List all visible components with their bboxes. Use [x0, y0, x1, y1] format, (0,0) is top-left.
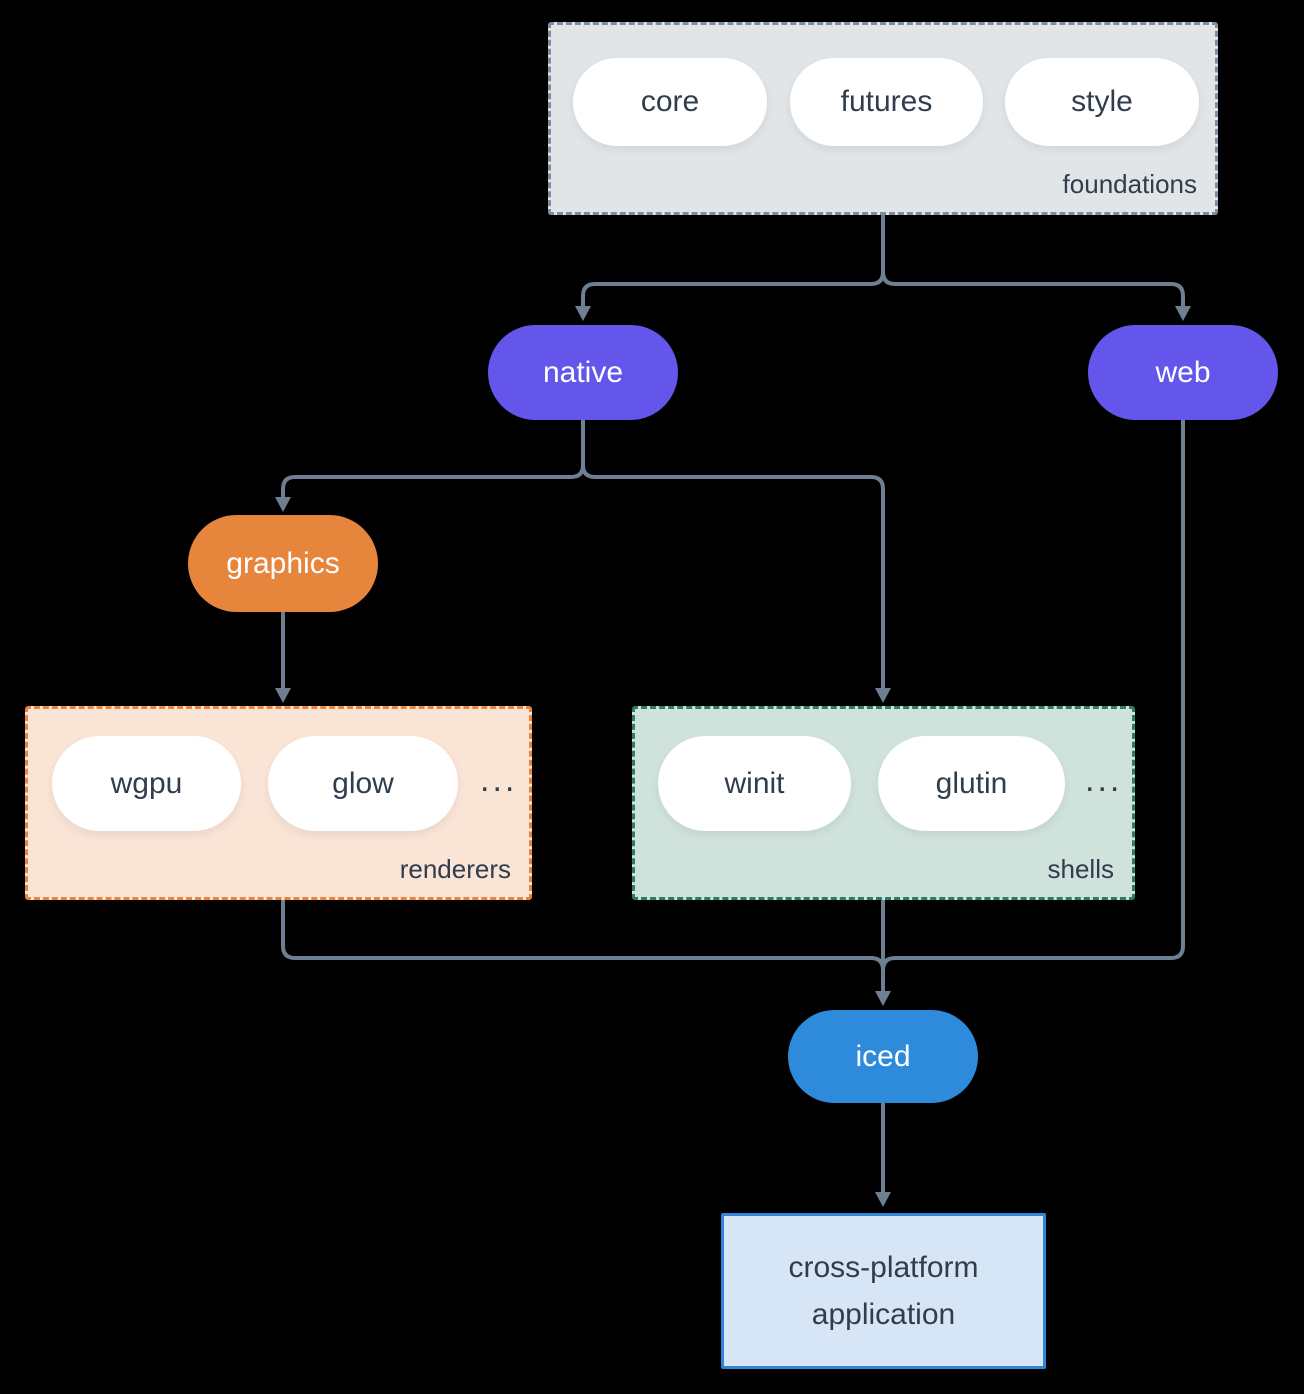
arrow-native-to-graphics	[275, 420, 585, 512]
node-futures-label: futures	[840, 85, 933, 118]
node-graphics: graphics	[188, 515, 378, 612]
node-style: style	[1005, 58, 1199, 146]
shells-ellipsis: ...	[1085, 761, 1123, 799]
node-futures: futures	[790, 58, 983, 146]
foundations-group-label: foundations	[1062, 169, 1197, 199]
node-core: core	[573, 58, 767, 146]
node-graphics-label: graphics	[226, 546, 340, 580]
arrow-foundations-to-native	[575, 215, 885, 321]
node-wgpu-label: wgpu	[110, 766, 183, 800]
application-label: cross-platform application	[788, 1251, 979, 1331]
node-winit: winit	[658, 736, 851, 831]
node-glutin: glutin	[878, 736, 1065, 831]
node-native: native	[488, 325, 678, 420]
shells-group-label: shells	[1047, 854, 1114, 884]
renderers-ellipsis: ...	[480, 761, 518, 799]
node-iced-label: iced	[855, 1039, 911, 1073]
wire-renderers-to-merge	[281, 900, 885, 990]
foundations-group: core futures style foundations	[548, 22, 1218, 215]
node-glutin-label: glutin	[935, 766, 1008, 800]
arrow-native-to-shells	[581, 420, 891, 703]
application-box: cross-platform application	[721, 1213, 1046, 1369]
shells-group: winit glutin ... shells	[632, 706, 1135, 900]
node-web: web	[1088, 325, 1278, 420]
node-style-label: style	[1071, 85, 1133, 118]
arrow-foundations-to-web	[881, 215, 1191, 321]
renderers-group-label: renderers	[399, 854, 511, 884]
node-core-label: core	[640, 85, 700, 118]
renderers-group: wgpu glow ... renderers	[25, 706, 532, 900]
node-glow: glow	[268, 736, 458, 831]
wire-web-to-merge	[881, 420, 1185, 990]
node-iced: iced	[788, 1010, 978, 1103]
node-wgpu: wgpu	[52, 736, 241, 831]
node-web-label: web	[1155, 355, 1211, 389]
node-winit-label: winit	[724, 766, 785, 800]
node-glow-label: glow	[332, 766, 394, 800]
node-native-label: native	[542, 355, 624, 389]
